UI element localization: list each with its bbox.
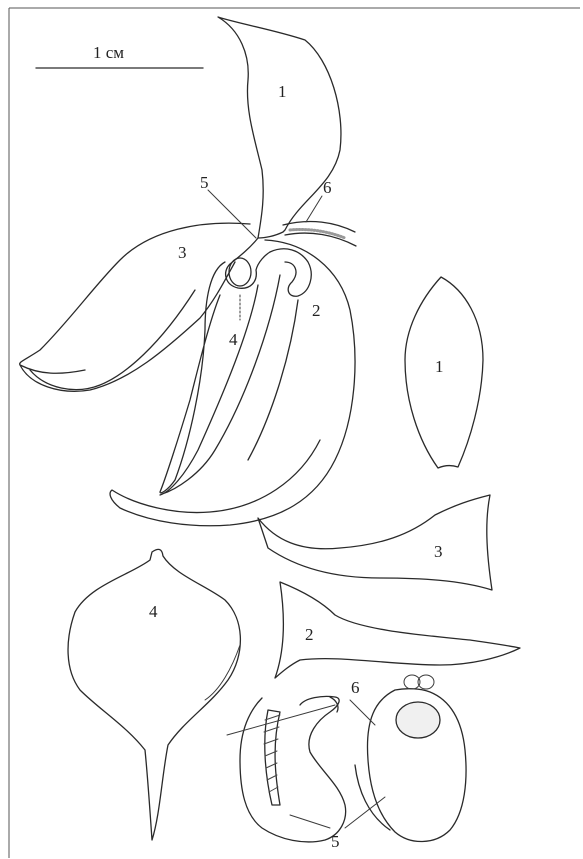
leader-line-5 xyxy=(208,190,256,238)
detail-label-6: 6 xyxy=(351,678,360,697)
detail-label-lip: 4 xyxy=(149,602,158,621)
label-lip: 4 xyxy=(229,330,238,349)
detail-dorsal-sepal-shape xyxy=(405,277,483,468)
detail-lip: 4 xyxy=(68,549,240,840)
detail-column-side-shape xyxy=(240,696,346,842)
label-ovary: 6 xyxy=(323,178,332,197)
detail-label-dorsal-sepal: 1 xyxy=(435,357,444,376)
ovary-shape xyxy=(283,221,356,246)
detail-column: 6 5 xyxy=(227,675,466,851)
scale-bar-label: 1 см xyxy=(93,43,124,62)
label-dorsal-sepal: 1 xyxy=(278,82,287,101)
label-petal: 2 xyxy=(312,301,321,320)
detail-lateral-sepal-shape xyxy=(258,495,492,590)
detail-leader-5a xyxy=(290,815,330,828)
petal-shape xyxy=(270,249,311,296)
label-lateral-sepal: 3 xyxy=(178,243,187,262)
detail-column-cap xyxy=(330,697,338,712)
detail-dorsal-sepal: 1 xyxy=(405,277,483,468)
lateral-sepal-inner-edge xyxy=(30,290,195,390)
scale-bar: 1 см xyxy=(36,43,203,68)
detail-column-anther-cap xyxy=(396,702,440,738)
detail-label-lateral-sepal: 3 xyxy=(434,542,443,561)
detail-label-petal: 2 xyxy=(305,625,314,644)
detail-label-5: 5 xyxy=(331,832,340,851)
column-anther xyxy=(229,258,251,286)
flower-main-drawing: 1 2 3 4 5 6 xyxy=(20,17,356,526)
label-column: 5 xyxy=(200,173,209,192)
detail-petal: 2 xyxy=(275,582,520,678)
detail-lip-shape xyxy=(68,549,240,840)
detail-leader-6b xyxy=(350,700,375,725)
detail-lip-margin xyxy=(205,645,240,700)
detail-lateral-sepal: 3 xyxy=(258,495,492,590)
detail-leader-6a xyxy=(227,705,335,735)
dorsal-sepal-shape xyxy=(218,17,341,238)
